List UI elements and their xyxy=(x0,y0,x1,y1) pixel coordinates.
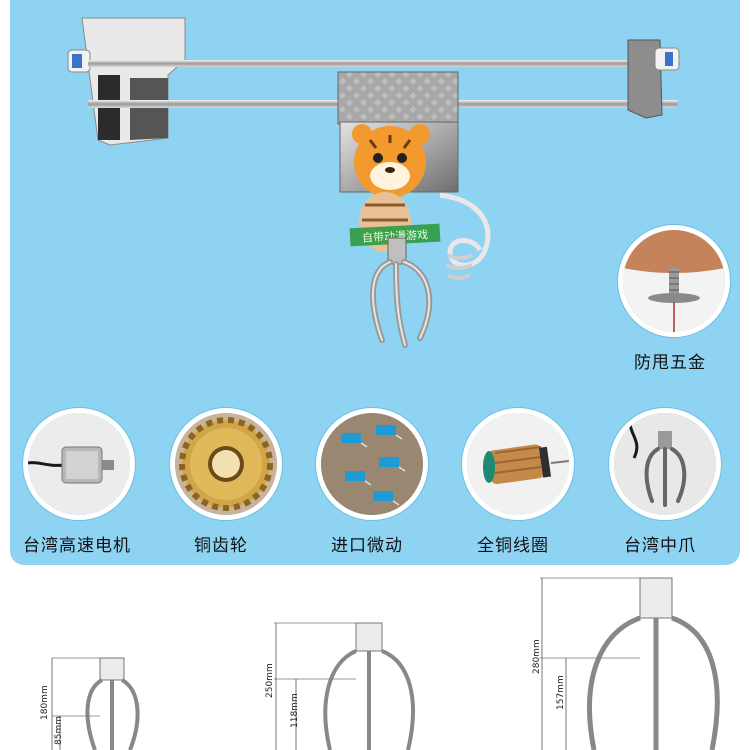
claw-dimension-diagrams: 180mm 85mm 250mm 118mm 280mm 157mm xyxy=(40,577,720,750)
anti-swing-hardware-icon xyxy=(623,230,725,332)
feature-label-anti-swing: 防甩五金 xyxy=(634,353,706,373)
copper-gear-icon xyxy=(175,413,277,515)
feature-anti-swing xyxy=(618,225,730,337)
feature-label-micro-switch: 进口微动 xyxy=(331,536,403,556)
taiwan-motor-icon xyxy=(28,413,130,515)
feature-gear xyxy=(170,408,282,520)
micro-switch-icon xyxy=(321,413,423,515)
product-panel: 自带动漫游戏 防甩五金 台湾高速电机 xyxy=(10,0,740,565)
feature-claw xyxy=(609,408,721,520)
small-claw-total-height: 180mm xyxy=(40,685,50,720)
watermark-text: 自带动漫游戏 xyxy=(362,227,429,244)
feature-micro-switch xyxy=(316,408,428,520)
medium-claw-total-height: 250mm xyxy=(265,663,275,698)
claw-icon xyxy=(614,413,716,515)
large-claw-inner-height: 157mm xyxy=(556,675,566,710)
feature-motor xyxy=(23,408,135,520)
medium-claw-diagram: 250mm 118mm xyxy=(265,622,415,750)
large-claw-diagram: 280mm 157mm xyxy=(532,577,720,750)
feature-label-gear: 铜齿轮 xyxy=(194,536,248,556)
medium-claw-inner-height: 118mm xyxy=(290,693,300,728)
small-claw-diagram: 180mm 85mm xyxy=(40,657,140,750)
feature-coil xyxy=(462,408,574,520)
large-claw-total-height: 280mm xyxy=(532,639,542,674)
small-claw-inner-height: 85mm xyxy=(54,716,64,745)
feature-label-coil: 全铜线圈 xyxy=(477,536,549,556)
copper-coil-icon xyxy=(467,413,569,515)
feature-label-motor: 台湾高速电机 xyxy=(23,536,131,556)
gantry-mechanism-image: 自带动漫游戏 xyxy=(67,17,680,348)
feature-label-claw: 台湾中爪 xyxy=(624,536,696,556)
